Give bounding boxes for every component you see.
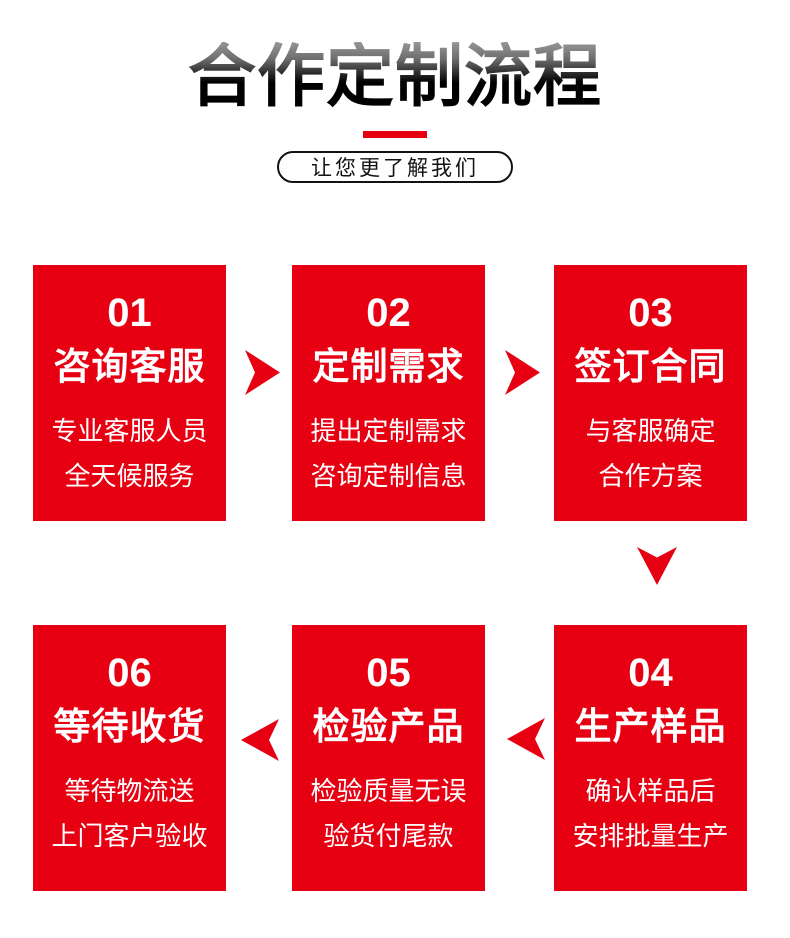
step-card-03: 03 签订合同 与客服确定 合作方案 — [554, 265, 747, 521]
step-desc-line: 安排批量生产 — [572, 821, 729, 851]
step-desc-line: 提出定制需求 — [310, 416, 467, 446]
step-description: 检验质量无误 验货付尾款 — [292, 769, 485, 859]
arrow-down-icon — [637, 547, 677, 585]
step-title: 签订合同 — [574, 346, 727, 387]
arrow-left-icon — [241, 719, 279, 761]
arrow-right-icon — [505, 350, 540, 395]
title-underline — [363, 131, 427, 138]
step-title: 咨询客服 — [53, 346, 206, 387]
step-card-05: 05 检验产品 检验质量无误 验货付尾款 — [292, 625, 485, 891]
step-card-06: 06 等待收货 等待物流送 上门客户验收 — [33, 625, 226, 891]
step-title: 等待收货 — [53, 706, 206, 747]
arrow-left-icon — [507, 718, 545, 760]
step-number: 02 — [366, 291, 411, 335]
subtitle-text: 让您更了解我们 — [311, 157, 479, 180]
step-description: 提出定制需求 咨询定制信息 — [292, 409, 485, 499]
arrow-right-icon — [245, 350, 280, 395]
step-title: 定制需求 — [312, 346, 465, 387]
step-desc-line: 上门客户验收 — [51, 821, 208, 851]
step-desc-line: 确认样品后 — [585, 776, 716, 806]
step-desc-line: 专业客服人员 — [51, 416, 208, 446]
step-card-02: 02 定制需求 提出定制需求 咨询定制信息 — [292, 265, 485, 521]
step-desc-line: 验货付尾款 — [323, 821, 454, 851]
step-description: 等待物流送 上门客户验收 — [33, 769, 226, 859]
step-number: 05 — [366, 651, 411, 695]
step-title: 检验产品 — [312, 706, 465, 747]
step-number: 04 — [628, 651, 673, 695]
step-number: 03 — [628, 291, 673, 335]
step-number: 01 — [107, 291, 152, 335]
step-card-04: 04 生产样品 确认样品后 安排批量生产 — [554, 625, 747, 891]
step-description: 专业客服人员 全天候服务 — [33, 409, 226, 499]
step-card-01: 01 咨询客服 专业客服人员 全天候服务 — [33, 265, 226, 521]
step-desc-line: 与客服确定 — [585, 416, 716, 446]
step-number: 06 — [107, 651, 152, 695]
subtitle-pill: 让您更了解我们 — [277, 151, 513, 183]
step-desc-line: 全天候服务 — [64, 461, 195, 491]
step-description: 确认样品后 安排批量生产 — [554, 769, 747, 859]
step-desc-line: 等待物流送 — [64, 776, 195, 806]
page-title: 合作定制流程 — [0, 42, 790, 112]
step-description: 与客服确定 合作方案 — [554, 409, 747, 499]
step-desc-line: 检验质量无误 — [310, 776, 467, 806]
step-title: 生产样品 — [574, 706, 727, 747]
step-desc-line: 合作方案 — [598, 461, 703, 491]
step-desc-line: 咨询定制信息 — [310, 461, 467, 491]
